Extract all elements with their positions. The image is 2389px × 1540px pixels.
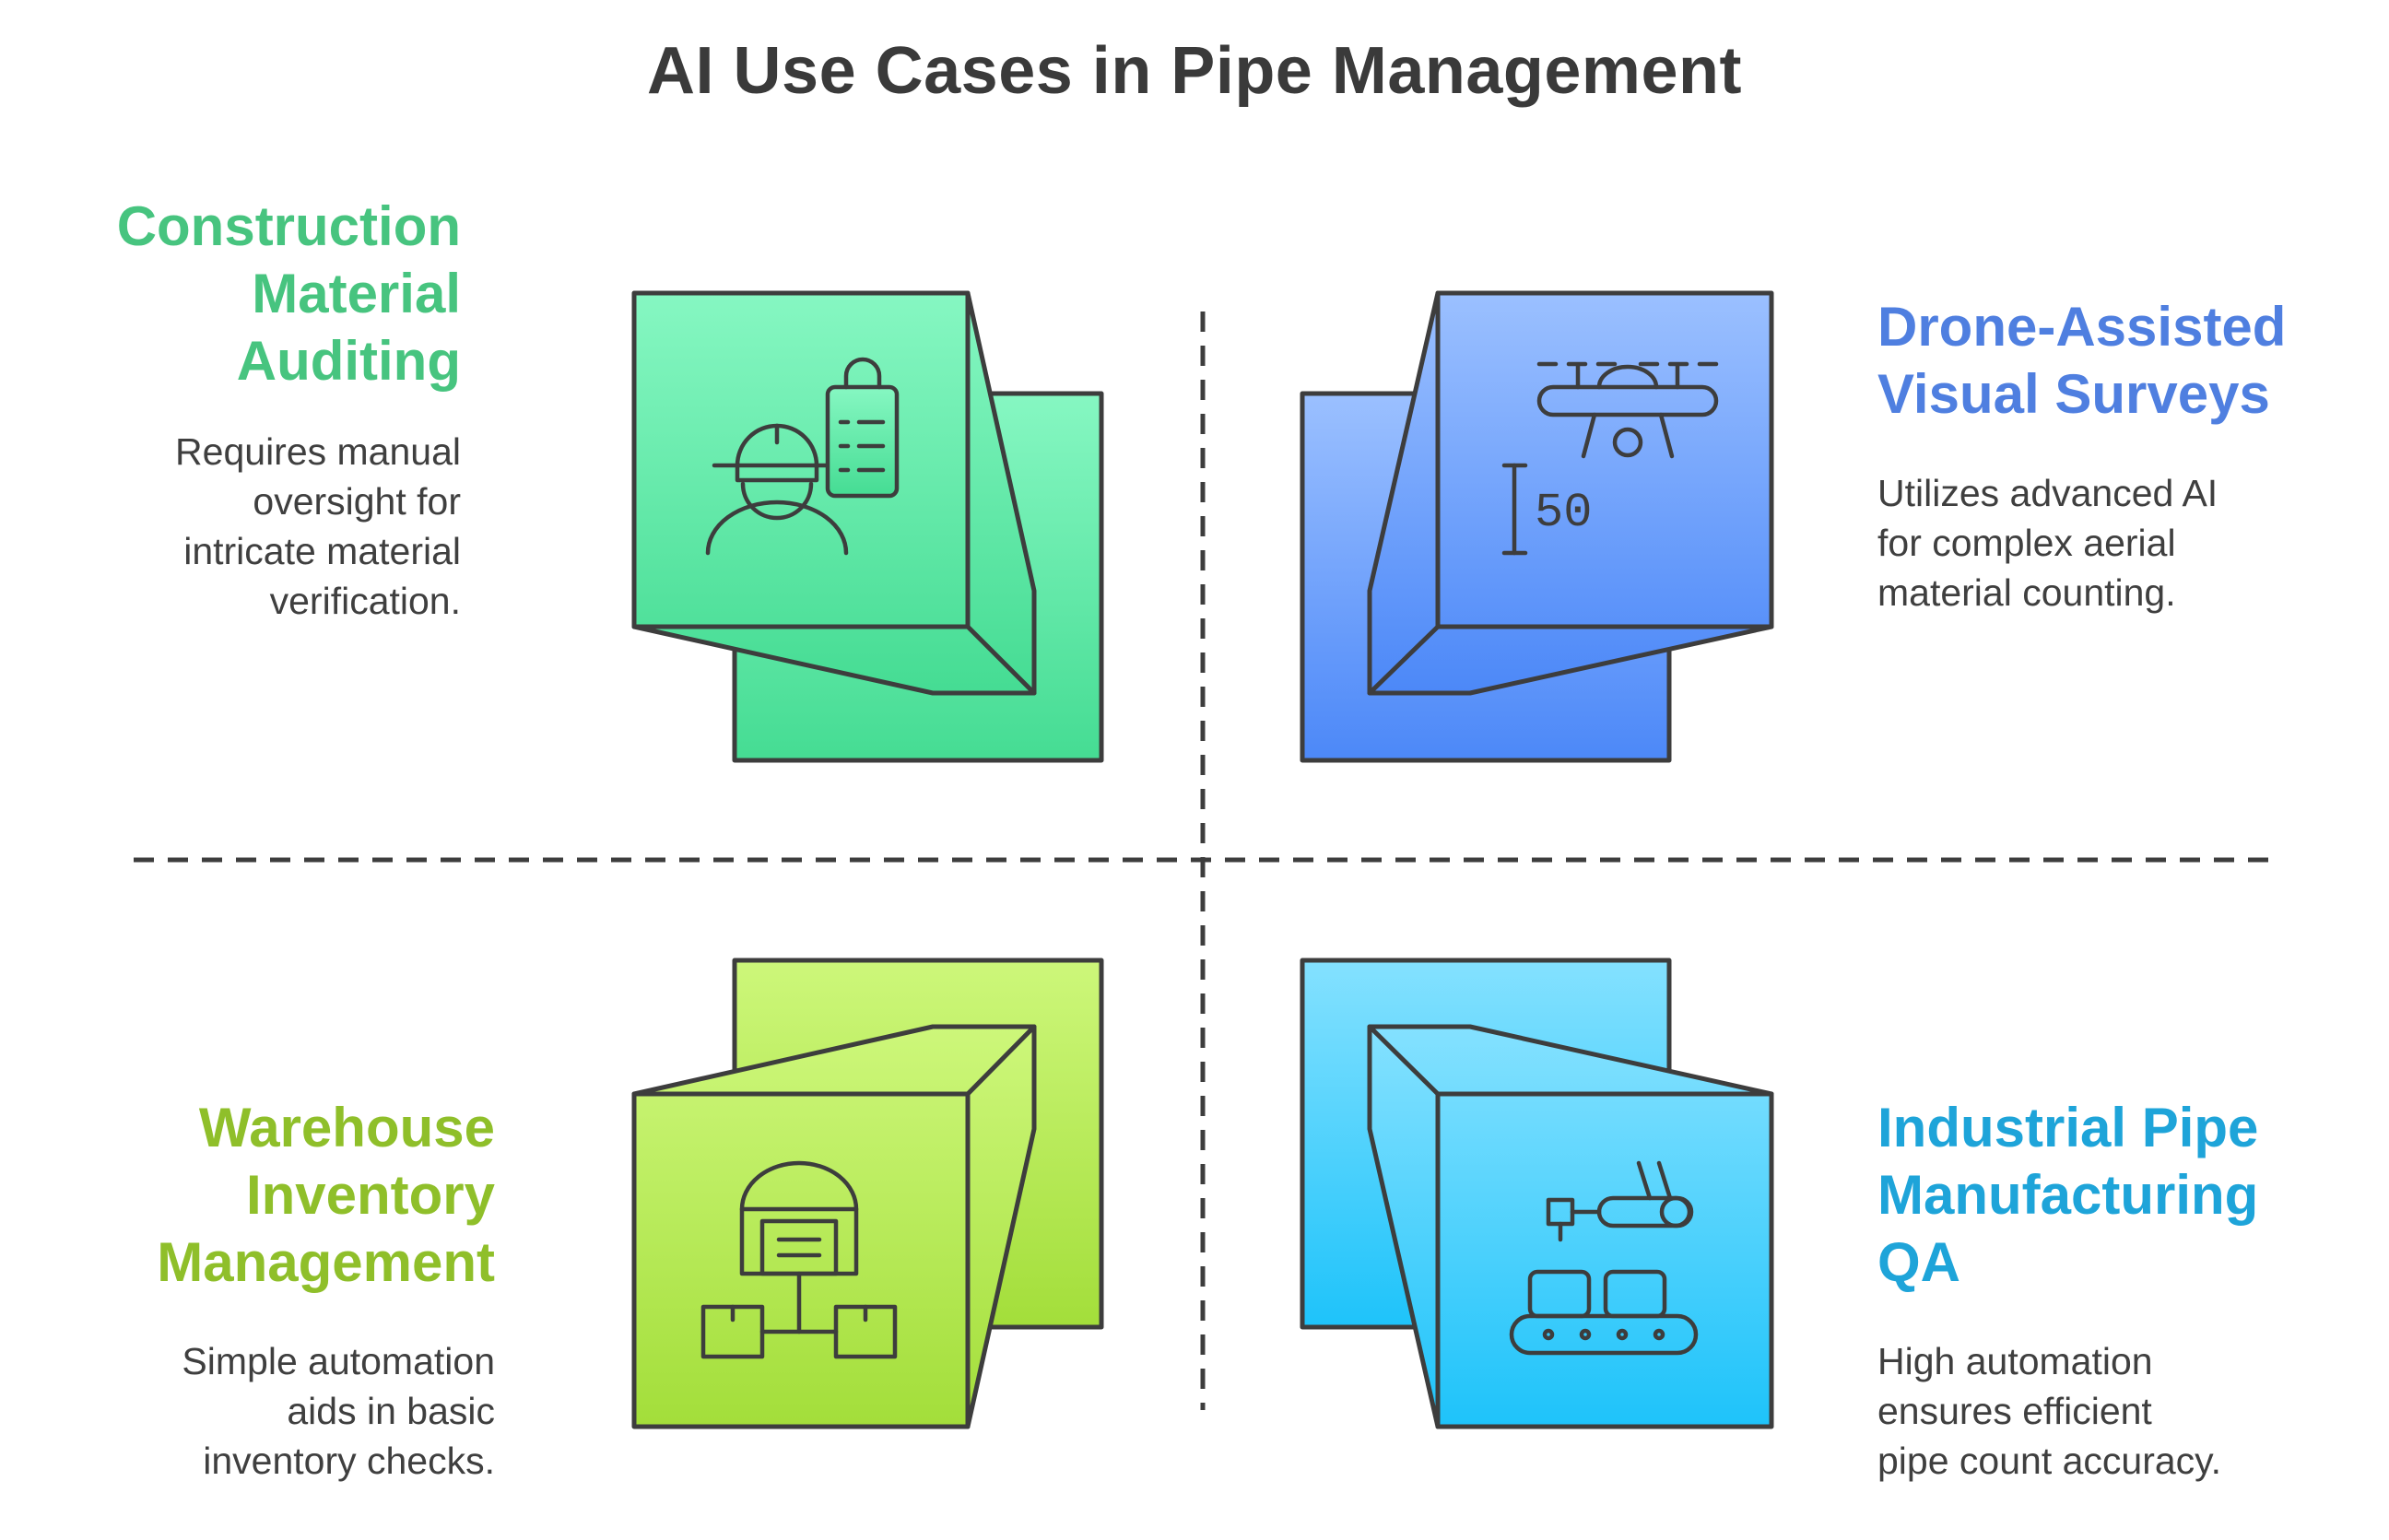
robot-arm-conveyor-icon <box>1509 1160 1699 1356</box>
worker-clipboard-icon <box>705 357 900 556</box>
construction-description: Requires manual oversight for intricate … <box>175 430 461 622</box>
drone-heading: Drone-Assisted Visual Surveys <box>1877 296 2287 425</box>
drone-description: Utilizes advanced AI for complex aerial … <box>1877 472 2218 614</box>
construction-heading: Construction Material Auditing <box>116 195 461 392</box>
page-title: AI Use Cases in Pipe Management <box>647 34 1742 108</box>
altitude-label: 50 <box>1535 486 1592 540</box>
drone-icon <box>1501 361 1719 556</box>
warehouse-network-icon <box>700 1160 898 1359</box>
construction-auditing-block <box>631 290 1104 763</box>
warehouse-heading: Warehouse Inventory Management <box>157 1097 495 1293</box>
drone-surveys-block <box>1300 290 1774 763</box>
manufacturing-heading: Industrial Pipe Manufacturing QA <box>1877 1097 2259 1293</box>
manufacturing-description: High automation ensures efficient pipe c… <box>1877 1340 2222 1482</box>
pipe-manufacturing-block <box>1300 958 1774 1429</box>
warehouse-inventory-block <box>631 958 1104 1429</box>
warehouse-description: Simple automation aids in basic inventor… <box>182 1340 495 1482</box>
